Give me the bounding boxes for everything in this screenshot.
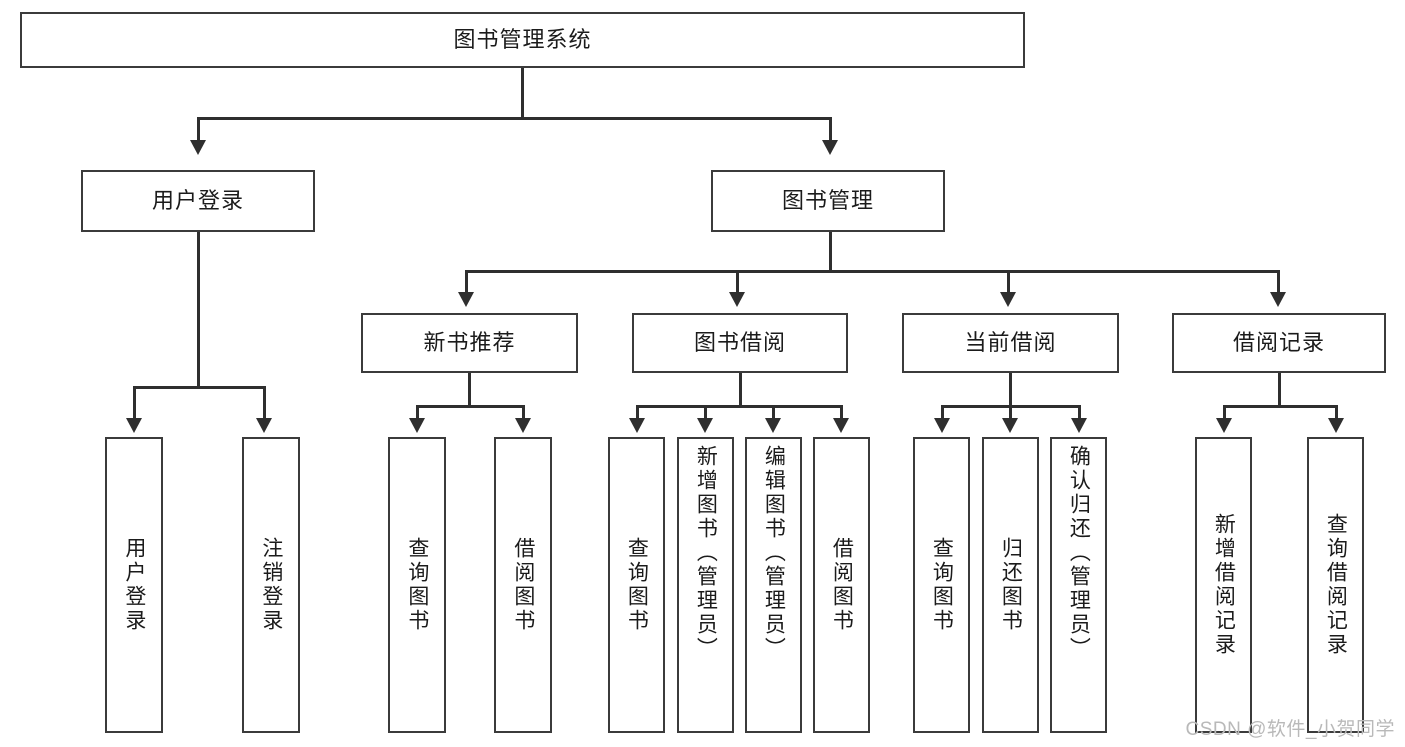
connector-newbook-drop-1 (416, 405, 419, 420)
arrow-to-leaf-user-login (126, 418, 142, 433)
connector-bookborrow-drop-2 (704, 405, 707, 420)
connector-bookmanage-stem (829, 232, 832, 272)
leaf-label: 借阅图书 (830, 537, 854, 633)
connector-userlogin-drop-2 (263, 386, 266, 420)
leaf-label: 新增借阅记录 (1212, 513, 1236, 657)
connector-borrowrecord-stem (1278, 373, 1281, 407)
arrow-currentborrow-leaf-2 (1002, 418, 1018, 433)
leaf-currentborrow-query-book[interactable]: 查询图书 (913, 437, 970, 733)
arrow-to-current-borrow (1000, 292, 1016, 307)
node-label: 图书管理 (781, 188, 874, 214)
arrow-borrowrecord-leaf-2 (1328, 418, 1344, 433)
node-borrow-record[interactable]: 借阅记录 (1172, 313, 1386, 373)
arrow-to-book-manage (822, 140, 838, 155)
leaf-logout[interactable]: 注销登录 (242, 437, 300, 733)
node-label: 用户登录 (151, 188, 244, 214)
connector-userlogin-stem (197, 232, 200, 388)
connector-userlogin-drop-1 (133, 386, 136, 420)
connector-userlogin-bar (133, 386, 266, 389)
arrow-currentborrow-leaf-1 (934, 418, 950, 433)
connector-borrowrecord-drop-2 (1335, 405, 1338, 420)
node-root-system[interactable]: 图书管理系统 (20, 12, 1025, 68)
arrow-to-borrow-record (1270, 292, 1286, 307)
leaf-bookborrow-edit-book-admin[interactable]: 编辑图书（管理员） (745, 437, 802, 733)
leaf-currentborrow-return-book[interactable]: 归还图书 (982, 437, 1039, 733)
leaf-label: 注销登录 (259, 537, 283, 633)
node-label: 图书借阅 (693, 330, 786, 356)
node-user-login[interactable]: 用户登录 (81, 170, 315, 232)
connector-root-drop-right (829, 117, 832, 143)
connector-root-stem (521, 68, 524, 119)
node-label: 新书推荐 (423, 330, 516, 356)
connector-bookborrow-bar (636, 405, 842, 408)
arrow-bookborrow-leaf-4 (833, 418, 849, 433)
connector-root-drop-left (197, 117, 200, 143)
arrow-to-user-login (190, 140, 206, 155)
leaf-bookborrow-query-book[interactable]: 查询图书 (608, 437, 665, 733)
connector-currentborrow-drop-3 (1078, 405, 1081, 420)
connector-newbook-drop-2 (522, 405, 525, 420)
arrow-bookborrow-leaf-2 (697, 418, 713, 433)
node-new-book-recommend[interactable]: 新书推荐 (361, 313, 578, 373)
connector-bookborrow-drop-1 (636, 405, 639, 420)
leaf-label: 用户登录 (122, 537, 146, 633)
connector-bookborrow-drop-3 (772, 405, 775, 420)
leaf-label: 查询借阅记录 (1324, 513, 1348, 657)
connector-bookmanage-drop-3 (1007, 270, 1010, 294)
arrow-newbook-leaf-2 (515, 418, 531, 433)
leaf-label: 确认归还（管理员） (1067, 445, 1091, 661)
connector-bookmanage-bar (465, 270, 1279, 273)
leaf-label: 新增图书（管理员） (694, 445, 718, 661)
node-label: 图书管理系统 (453, 27, 592, 53)
arrow-bookborrow-leaf-1 (629, 418, 645, 433)
leaf-label: 编辑图书（管理员） (762, 445, 786, 661)
node-book-manage[interactable]: 图书管理 (711, 170, 945, 232)
leaf-newbook-query-book[interactable]: 查询图书 (388, 437, 446, 733)
connector-borrowrecord-drop-1 (1223, 405, 1226, 420)
node-label: 当前借阅 (964, 330, 1057, 356)
arrow-newbook-leaf-1 (409, 418, 425, 433)
leaf-bookborrow-add-book-admin[interactable]: 新增图书（管理员） (677, 437, 734, 733)
leaf-label: 查询图书 (930, 537, 954, 633)
connector-bookborrow-stem (739, 373, 742, 407)
connector-bookborrow-drop-4 (840, 405, 843, 420)
arrow-bookborrow-leaf-3 (765, 418, 781, 433)
leaf-label: 归还图书 (999, 537, 1023, 633)
arrow-to-leaf-logout (256, 418, 272, 433)
leaf-label: 借阅图书 (511, 537, 535, 633)
arrow-currentborrow-leaf-3 (1071, 418, 1087, 433)
leaf-label: 查询图书 (405, 537, 429, 633)
connector-root-bar (197, 117, 831, 120)
connector-bookmanage-drop-2 (736, 270, 739, 294)
connector-borrowrecord-bar (1223, 405, 1337, 408)
leaf-borrowrecord-add-record[interactable]: 新增借阅记录 (1195, 437, 1252, 733)
arrow-borrowrecord-leaf-1 (1216, 418, 1232, 433)
leaf-bookborrow-borrow-book[interactable]: 借阅图书 (813, 437, 870, 733)
leaf-user-login[interactable]: 用户登录 (105, 437, 163, 733)
connector-bookmanage-drop-4 (1277, 270, 1280, 294)
connector-bookmanage-drop-1 (465, 270, 468, 294)
node-book-borrow[interactable]: 图书借阅 (632, 313, 848, 373)
connector-newbook-stem (468, 373, 471, 407)
leaf-label: 查询图书 (625, 537, 649, 633)
arrow-to-book-borrow (729, 292, 745, 307)
connector-currentborrow-drop-2 (1009, 405, 1012, 420)
arrow-to-new-book-recommend (458, 292, 474, 307)
connector-newbook-bar (416, 405, 524, 408)
leaf-borrowrecord-query-record[interactable]: 查询借阅记录 (1307, 437, 1364, 733)
connector-currentborrow-drop-1 (941, 405, 944, 420)
leaf-currentborrow-confirm-return-admin[interactable]: 确认归还（管理员） (1050, 437, 1107, 733)
node-current-borrow[interactable]: 当前借阅 (902, 313, 1119, 373)
node-label: 借阅记录 (1232, 330, 1325, 356)
leaf-newbook-borrow-book[interactable]: 借阅图书 (494, 437, 552, 733)
connector-currentborrow-stem (1009, 373, 1012, 407)
